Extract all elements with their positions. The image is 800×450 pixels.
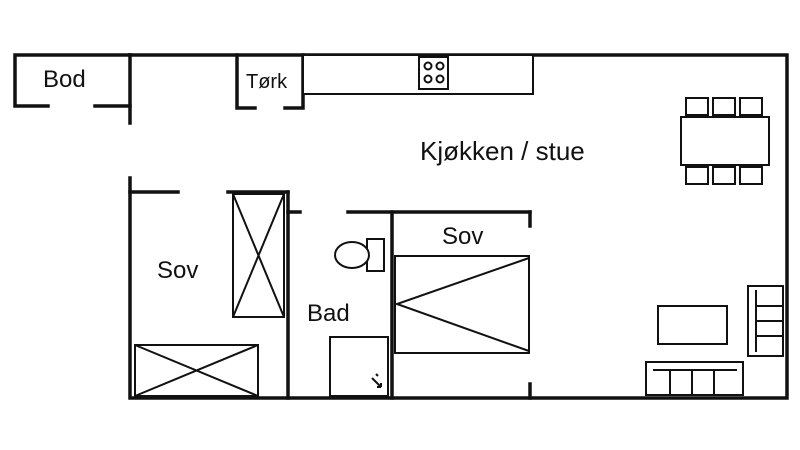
toilet-icon <box>334 238 385 272</box>
outer-walls <box>13 53 789 400</box>
room-label-sov-right: Sov <box>442 223 483 250</box>
bed-left <box>134 344 259 397</box>
room-label-bod: Bod <box>43 66 86 93</box>
interior-walls <box>128 190 532 400</box>
dining-table <box>680 116 770 166</box>
bed-right <box>393 255 530 354</box>
coffee-table <box>657 305 728 345</box>
room-label-bad: Bad <box>307 300 350 327</box>
room-label-tork: Tørk <box>246 71 288 93</box>
wardrobe-left <box>232 193 285 318</box>
room-label-kitchen-living: Kjøkken / stue <box>420 136 585 166</box>
shower-icon <box>329 336 389 397</box>
room-label-sov-left: Sov <box>157 257 198 284</box>
stove-icon <box>418 56 449 90</box>
sofa <box>645 361 744 396</box>
armchair <box>747 285 784 357</box>
dining-chairs <box>685 97 763 185</box>
